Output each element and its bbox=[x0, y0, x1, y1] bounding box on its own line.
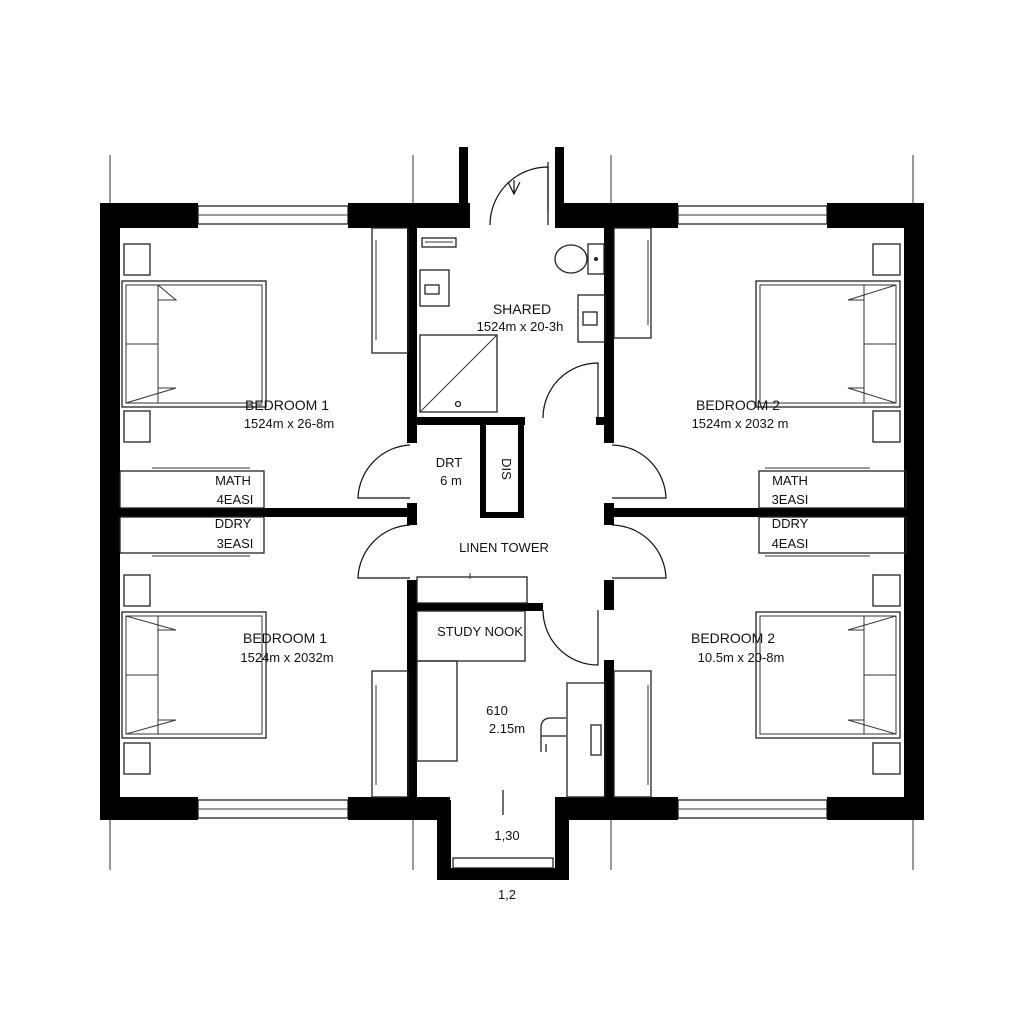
bedroom-bl-size: 1524m x 2032m bbox=[240, 650, 333, 665]
bedroom-bl-name: BEDROOM 1 bbox=[243, 630, 327, 646]
closet-rt-line2: 3EASI bbox=[772, 492, 809, 507]
bath-door-swing bbox=[542, 362, 599, 419]
right-upper-door bbox=[611, 444, 667, 499]
closet-rb-line1: DDRY bbox=[772, 516, 809, 531]
drt-vertical-label: DIS bbox=[499, 458, 514, 480]
study-name: STUDY NOOK bbox=[437, 624, 523, 639]
bedroom-br-furniture bbox=[613, 574, 901, 798]
closet-lt-line1: MATH bbox=[215, 473, 251, 488]
closet-rt-line1: MATH bbox=[772, 473, 808, 488]
bedroom-tr-size: 1524m x 2032 m bbox=[692, 416, 789, 431]
windows bbox=[197, 205, 828, 869]
entry-door-swing bbox=[489, 166, 549, 226]
drt-name: DRT bbox=[436, 455, 463, 470]
entry-below-dim: 1,2 bbox=[498, 887, 516, 902]
closets bbox=[119, 467, 907, 557]
chair-icon bbox=[540, 717, 566, 752]
bedroom-br-name: BEDROOM 2 bbox=[691, 630, 775, 646]
exterior-walls bbox=[100, 147, 924, 880]
interior-walls bbox=[120, 225, 906, 800]
bedroom-tl-name: BEDROOM 1 bbox=[245, 397, 329, 413]
bathroom-fixtures bbox=[419, 237, 606, 413]
linen-study-furniture bbox=[416, 573, 606, 798]
right-lower-door bbox=[611, 524, 667, 579]
drt-size: 6 m bbox=[440, 473, 462, 488]
left-lower-door bbox=[357, 524, 411, 579]
shared-size: 1524m x 20-3h bbox=[477, 319, 564, 334]
closet-lt-line2: 4EASI bbox=[217, 492, 254, 507]
bedroom-bl-furniture bbox=[121, 574, 409, 798]
linen-name: LINEN TOWER bbox=[459, 540, 549, 555]
left-upper-door bbox=[357, 444, 411, 499]
closet-rb-line2: 4EASI bbox=[772, 536, 809, 551]
bedroom-tl-size: 1524m x 26-8m bbox=[244, 416, 334, 431]
bedroom-tr-furniture bbox=[613, 227, 901, 443]
entry-dim: 1,30 bbox=[494, 828, 519, 843]
bedroom-tl-furniture bbox=[121, 227, 409, 443]
study-dim1: 610 bbox=[486, 703, 508, 718]
doors bbox=[357, 162, 667, 815]
bedroom-br-size: 10.5m x 20-8m bbox=[698, 650, 785, 665]
closet-labels: MATH 4EASI DDRY 3EASI MATH 3EASI DDRY 4E… bbox=[215, 473, 809, 551]
room-labels: SHARED 1524m x 20-3h BEDROOM 1 1524m x 2… bbox=[240, 301, 788, 902]
bedroom-tr-name: BEDROOM 2 bbox=[696, 397, 780, 413]
closet-lb-line1: DDRY bbox=[215, 516, 252, 531]
study-dim2: 2.15m bbox=[489, 721, 525, 736]
study-door bbox=[542, 609, 599, 666]
shared-name: SHARED bbox=[493, 301, 551, 317]
closet-lb-line2: 3EASI bbox=[217, 536, 254, 551]
